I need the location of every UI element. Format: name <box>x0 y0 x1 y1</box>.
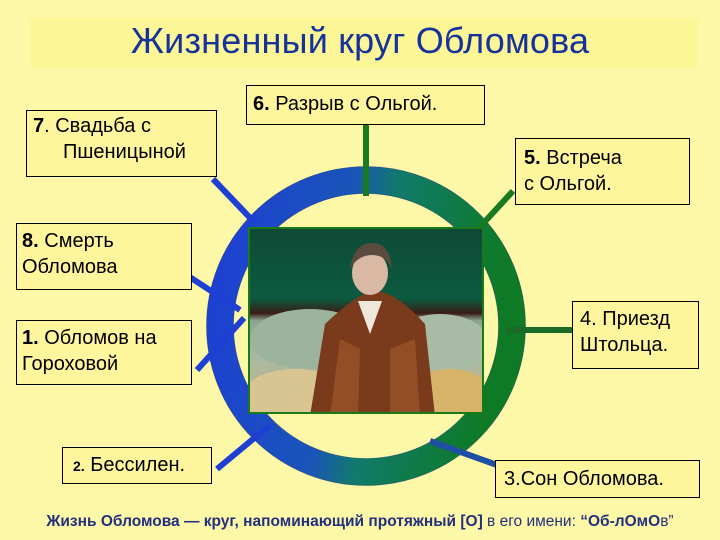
stage-7-number: 7 <box>33 115 45 137</box>
stage-3-text: Сон Обломова. <box>520 468 664 490</box>
footer-part-3: “Об-лОмО <box>580 513 661 530</box>
stage-3-number: 3. <box>504 468 521 490</box>
page-title: Жизненный круг Обломова <box>130 20 590 61</box>
stage-4-box: 4. Приезд Штольца. <box>572 301 699 369</box>
stage-3-box: 3.Сон Обломова. <box>495 460 700 498</box>
oblomov-photo <box>248 227 484 414</box>
stage-5-box: 5. Встреча с Ольгой. <box>515 138 690 205</box>
stage-5-text: Встреча <box>546 147 622 169</box>
stage-6-text: Разрыв с Ольгой. <box>275 93 438 115</box>
stage-1-number: 1. <box>22 327 39 349</box>
connector-2 <box>215 422 272 472</box>
stage-8-text-2: Обломова <box>22 256 118 278</box>
footer-caption: Жизнь Обломова — круг, напоминающий прот… <box>0 513 720 531</box>
stage-4-text-2: Штольца. <box>580 334 669 356</box>
oblomov-figure-icon <box>250 243 482 412</box>
stage-5-text-2: с Ольгой. <box>524 173 612 195</box>
stage-4-text: Приезд <box>602 308 671 330</box>
stage-1-text: Обломов на <box>44 327 157 349</box>
stage-5-number: 5. <box>524 147 541 169</box>
stage-7-text: . Свадьба с <box>44 115 151 137</box>
footer-part-2: в его имени: <box>482 513 581 530</box>
footer-part-1: Жизнь Обломова — круг, напоминающий прот… <box>46 513 483 530</box>
stage-2-text: Бессилен. <box>90 454 186 476</box>
stage-8-box: 8. Смерть Обломова <box>16 223 192 290</box>
connector-5 <box>476 188 516 231</box>
stage-1-box: 1. Обломов на Гороховой <box>16 320 192 385</box>
stage-7-box: 7. Свадьба с Пшеницыной <box>26 110 217 177</box>
stage-4-number: 4. <box>580 308 597 330</box>
stage-6-number: 6. <box>253 93 270 115</box>
title-band <box>30 18 698 68</box>
stage-8-number: 8. <box>22 230 39 252</box>
footer-part-4: в” <box>660 513 674 530</box>
connector-3 <box>428 438 499 468</box>
stage-8-text: Смерть <box>44 230 114 252</box>
stage-7-text-2: Пшеницыной <box>63 141 186 163</box>
stage-2-number: 2. <box>73 458 85 474</box>
stage-6-box: 6. Разрыв с Ольгой. <box>246 85 485 125</box>
connector-7 <box>210 176 258 226</box>
connector-1 <box>194 315 247 373</box>
stage-2-box: 2. Бессилен. <box>62 447 212 484</box>
stage-1-text-2: Гороховой <box>22 353 119 375</box>
